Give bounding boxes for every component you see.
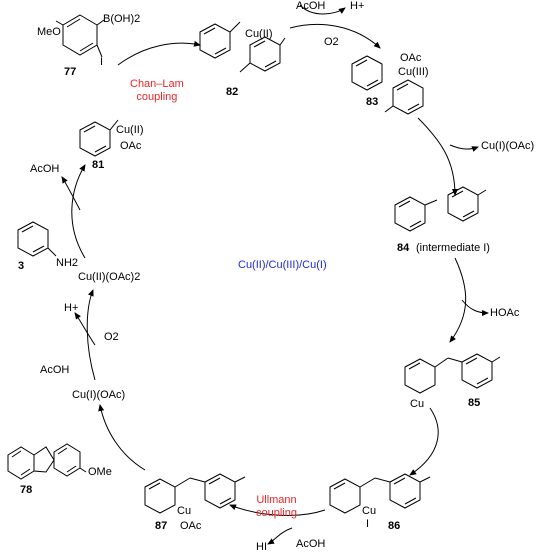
compound-83-number: 83 [366,96,379,108]
side-arrow-cu1oac [449,144,479,152]
reagent-cu1oac-right: Cu(I)(OAc) [481,140,535,152]
reagent-hi-bottom: HI [256,541,267,553]
cycle-arrow-83-84 [417,117,458,196]
cycle-label: Cu(II)/Cu(III)/Cu(I) [238,259,327,271]
cycle-arrow-87-cu1 [98,404,146,471]
structure-3 [17,221,57,257]
compound-86-number: 86 [388,520,401,532]
structure-78 [7,443,87,480]
cycle-arrow-84-85 [449,257,467,343]
reagent-acoh-top: AcOH [296,0,326,12]
structure-81 [79,119,119,157]
c83-metal: Cu(III) [398,66,429,78]
structure-83 [351,55,424,115]
c77-iodo: I [100,56,104,68]
c85-metal: Cu [410,398,425,410]
structure-84 [394,186,487,232]
side-arrow-h-left [74,312,96,346]
structure-86 [329,473,431,514]
chan-lam-label: Chan–Lam coupling [130,78,184,103]
compound-77-number: 77 [64,66,77,78]
structure-87 [144,473,246,514]
c87-metal: Cu [177,505,192,517]
c87-oac: OAc [180,520,202,532]
reagent-o2-top: O2 [324,36,339,48]
c81-oac: OAc [120,140,142,152]
structure-77 [55,14,105,58]
compound-82-number: 82 [226,86,239,98]
c82-metal: Cu(II) [245,28,273,40]
compound-81-number: 81 [92,159,105,171]
cycle-arrow-82-83 [289,23,381,49]
c77-boronic: B(OH)2 [103,13,141,25]
structure-82 [199,21,286,73]
structure-85 [404,353,501,394]
c78-ome: OMe [88,466,112,478]
compound-85-number: 85 [468,397,481,409]
reagent-acoh-left-low: AcOH [40,364,70,376]
compound-84-number: 84 [397,242,410,254]
reagent-hoac-right: HOAc [490,307,520,319]
reagent-hplus-left: H+ [64,302,79,314]
reagent-acoh-left: AcOH [30,163,60,175]
reagent-cu2oac2: Cu(II)(OAc)2 [78,271,141,283]
compound-84-caption: (intermediate I) [416,242,490,254]
cycle-arrow-cu1-cu2 [86,289,96,381]
side-arrow-hoac [461,299,489,316]
reagent-hplus-top: H+ [350,0,365,12]
c3-nh2: NH2 [56,257,79,269]
compound-78-number: 78 [20,484,33,496]
cycle-arrow-85-86 [409,407,439,476]
c77-meo: MeO [37,26,61,38]
reagent-cu1oac-left: Cu(I)(OAc) [72,389,126,401]
c83-oac: OAc [400,52,422,64]
side-arrow-acoh-top [299,4,346,15]
c81-metal: Cu(II) [116,124,144,136]
cycle-arrow-ullmann [229,504,326,516]
side-arrow-acoh-left [61,176,81,211]
compound-87-number: 87 [155,520,168,532]
cycle-arrow-chanlam [117,40,201,66]
compound-3-number: 3 [18,260,25,272]
ullmann-label: Ullmann coupling [256,494,297,519]
c86-metal: Cu [362,505,377,517]
cycle-arrow-cu2-81 [71,164,86,259]
reagent-acoh-bottom: AcOH [296,538,326,550]
side-arrow-hi [267,527,293,545]
reagent-o2-left: O2 [104,331,119,343]
c86-iodo: I [366,518,370,530]
